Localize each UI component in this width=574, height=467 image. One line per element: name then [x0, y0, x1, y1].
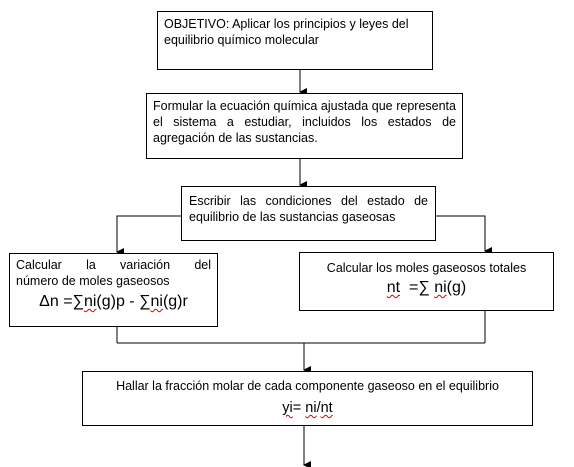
arrow-escribir-variacion: [116, 215, 181, 256]
node-variacion-line2: número de moles gaseosos: [16, 274, 170, 288]
formula-part: (g): [446, 279, 467, 296]
formula-part: ni: [305, 400, 317, 416]
node-variacion-formula: Δn =∑ni(g)p - ∑ni(g)r: [16, 292, 211, 312]
node-fraccion-formula: yi= ni/nt: [89, 398, 526, 418]
formula-part: yi: [282, 400, 293, 416]
formula-part: ni: [150, 293, 163, 310]
node-escribir-text: Escribir las condiciones del estado de e…: [189, 194, 428, 224]
formula-part: =: [292, 400, 306, 416]
formula-part: ni: [434, 279, 447, 296]
formula-part: nt: [320, 400, 333, 416]
node-objetivo: OBJETIVO: Aplicar los principios y leyes…: [157, 11, 433, 70]
node-variacion-line1: Calcular la variación del: [16, 258, 211, 272]
node-objetivo-text: OBJETIVO: Aplicar los principios y leyes…: [164, 17, 409, 47]
formula-part: ni: [83, 293, 97, 310]
node-totales-text: Calcular los moles gaseosos totales: [326, 261, 527, 275]
arrow-escribir-totales: [436, 215, 492, 255]
node-variacion: Calcular la variación del número de mole…: [9, 253, 218, 327]
node-totales: Calcular los moles gaseosos totales nt =…: [299, 252, 554, 311]
node-formular: Formular la ecuación química ajustada qu…: [146, 93, 463, 159]
formula-part: =∑: [400, 279, 435, 296]
node-fraccion: Hallar la fracción molar de cada compone…: [82, 371, 533, 426]
node-fraccion-text: Hallar la fracción molar de cada compone…: [116, 379, 499, 393]
node-totales-formula: nt =∑ ni(g): [306, 278, 547, 298]
formula-part: (g)p - ∑: [96, 293, 151, 310]
formula-part: nt: [386, 279, 401, 296]
node-formular-text: Formular la ecuación química ajustada qu…: [153, 99, 456, 145]
node-escribir: Escribir las condiciones del estado de e…: [181, 186, 436, 241]
formula-part: (g)r: [162, 293, 188, 310]
formula-part: /: [316, 400, 321, 416]
formula-part: Δn =∑: [39, 293, 84, 310]
